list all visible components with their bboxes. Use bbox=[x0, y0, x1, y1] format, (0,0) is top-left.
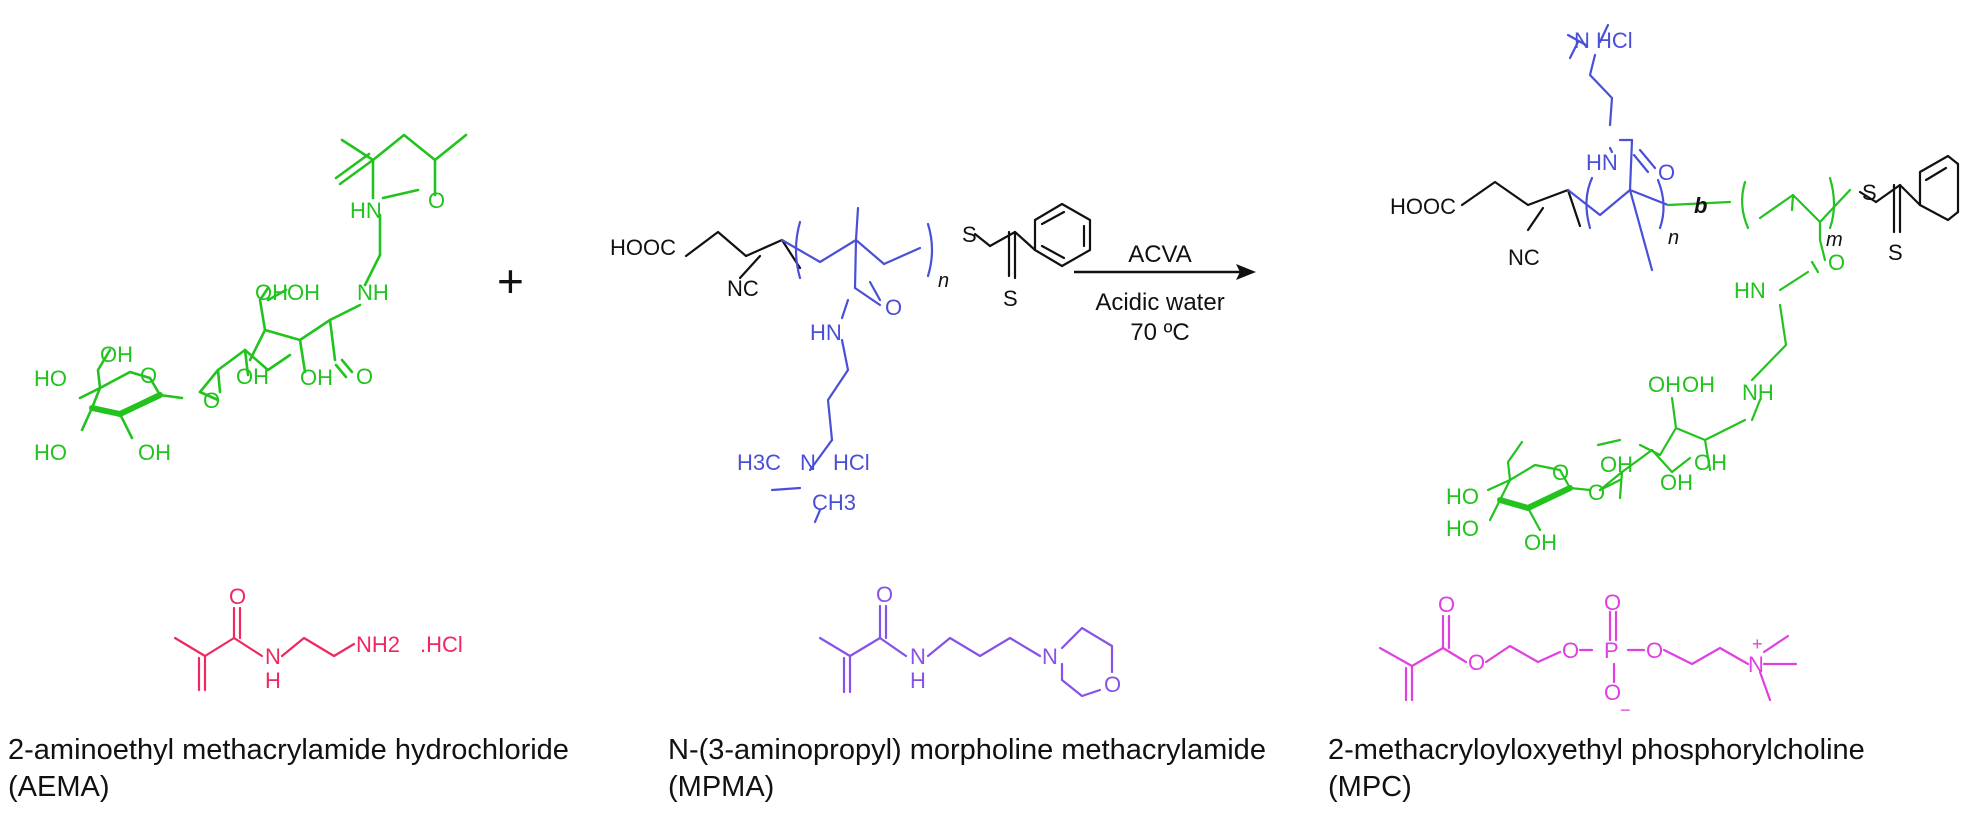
aema-abbrev: (AEMA) bbox=[8, 771, 110, 803]
hydroxyl-label: OH bbox=[1524, 530, 1557, 555]
hydroxyl-label: HO bbox=[1446, 484, 1479, 509]
hydrochloride-label: .HCl bbox=[420, 632, 463, 657]
reaction-arrow bbox=[1074, 264, 1256, 280]
product-structure bbox=[1460, 23, 1960, 532]
positive-charge: + bbox=[1752, 634, 1763, 654]
hooc-label: HOOC bbox=[610, 235, 676, 260]
amide-oxygen: O bbox=[885, 295, 902, 320]
negative-charge: − bbox=[1620, 700, 1631, 720]
hydroxyl-label: OH bbox=[138, 440, 171, 465]
amide-hn: HN bbox=[350, 198, 382, 223]
mpc-abbrev: (MPC) bbox=[1328, 771, 1412, 803]
mpc-structure bbox=[1378, 610, 1798, 702]
hooc-label: HOOC bbox=[1390, 194, 1456, 219]
amine-n: N bbox=[800, 450, 816, 475]
carbonyl-oxygen: O bbox=[1438, 592, 1455, 617]
ester-oxygen: O bbox=[1468, 650, 1485, 675]
ammonium-n: N bbox=[1748, 652, 1764, 677]
macro-cta-structure bbox=[684, 202, 1092, 524]
amide-h: H bbox=[910, 668, 926, 693]
ring-oxygen: O bbox=[1552, 460, 1569, 485]
hydroxyl-label: OH bbox=[255, 280, 288, 305]
methyl-label: CH3 bbox=[812, 490, 856, 515]
phosphate-oxygen-minus: O bbox=[1604, 680, 1621, 705]
aema-structure bbox=[173, 606, 356, 692]
macro-cta-labels: HOOC NC n S S O HN H3C N HCl CH3 bbox=[610, 222, 1018, 515]
phosphate-oxygen: O bbox=[1646, 638, 1663, 663]
amine-n-hcl: N HCl bbox=[1574, 28, 1633, 53]
amine-nh: NH bbox=[1742, 380, 1774, 405]
mpma-structure bbox=[818, 604, 1114, 698]
carbonyl-oxygen: O bbox=[229, 584, 246, 609]
mpc-labels: O O O P O O − O N + bbox=[1438, 590, 1764, 720]
mpc-caption: 2-methacryloyloxyethyl phosphorylcholine… bbox=[1328, 732, 1865, 806]
hcl-label: HCl bbox=[833, 450, 870, 475]
mpc-name: 2-methacryloyloxyethyl phosphorylcholine bbox=[1328, 734, 1865, 766]
sulfur-label: S bbox=[1888, 240, 1903, 265]
hydroxyl-label: OH bbox=[236, 364, 269, 389]
nitrile-label: NC bbox=[727, 276, 759, 301]
aema-caption: 2-aminoethyl methacrylamide hydrochlorid… bbox=[8, 732, 569, 806]
glycomonomer-labels: O HN NH O OH OH OH OH O O OH HO HO bbox=[34, 188, 445, 465]
plus-sign: + bbox=[497, 255, 524, 307]
hydroxyl-label: HO bbox=[34, 366, 67, 391]
hydroxyl-label: OH bbox=[100, 342, 133, 367]
hydroxyl-label: OH bbox=[1648, 372, 1681, 397]
repeat-index-n: n bbox=[938, 270, 949, 292]
sulfur-label: S bbox=[1003, 286, 1018, 311]
hydroxyl-label: OH bbox=[1682, 372, 1715, 397]
hydroxyl-label: OH bbox=[1694, 450, 1727, 475]
amide-hn: HN bbox=[810, 320, 842, 345]
amide-oxygen: O bbox=[1828, 250, 1845, 275]
amine-nh2: NH2 bbox=[356, 632, 400, 657]
carbonyl-oxygen: O bbox=[876, 582, 893, 607]
phosphorus: P bbox=[1604, 638, 1619, 663]
amide-hn: HN bbox=[1586, 150, 1618, 175]
mpma-labels: O N H N O bbox=[876, 582, 1121, 697]
amide-oxygen: O bbox=[1658, 160, 1675, 185]
product-labels: N HCl HN O HOOC NC n b m S S O HN NH OH … bbox=[1390, 28, 1903, 555]
hydroxyl-label: OH bbox=[1600, 452, 1633, 477]
methacryl-oxygen: O bbox=[428, 188, 445, 213]
aema-name: 2-aminoethyl methacrylamide hydrochlorid… bbox=[8, 734, 569, 766]
morpholine-o: O bbox=[1104, 672, 1121, 697]
phosphate-oxygen: O bbox=[1604, 590, 1621, 615]
mpma-name: N-(3-aminopropyl) morpholine methacrylam… bbox=[668, 734, 1266, 766]
hydroxyl-label: HO bbox=[1446, 516, 1479, 541]
amide-h: H bbox=[265, 668, 281, 693]
arrow-condition: Acidic water bbox=[1095, 289, 1224, 316]
mpma-abbrev: (MPMA) bbox=[668, 771, 775, 803]
repeat-index-m: m bbox=[1826, 229, 1843, 251]
amide-hn: HN bbox=[1734, 278, 1766, 303]
amide-oxygen: O bbox=[356, 364, 373, 389]
mpma-caption: N-(3-aminopropyl) morpholine methacrylam… bbox=[668, 732, 1266, 806]
hydroxyl-label: OH bbox=[300, 365, 333, 390]
glycosidic-oxygen: O bbox=[1588, 480, 1605, 505]
amide-n: N bbox=[265, 644, 281, 669]
arrow-temperature: 70 ºC bbox=[1130, 319, 1189, 346]
sulfur-label: S bbox=[962, 222, 977, 247]
hydroxyl-label: OH bbox=[287, 280, 320, 305]
sulfur-label: S bbox=[1862, 180, 1877, 205]
aema-labels: O N H NH2 .HCl bbox=[229, 584, 463, 693]
nitrile-label: NC bbox=[1508, 245, 1540, 270]
amide-n: N bbox=[910, 644, 926, 669]
hydroxyl-label: OH bbox=[1660, 470, 1693, 495]
ring-oxygen: O bbox=[140, 363, 157, 388]
block-label-b: b bbox=[1694, 193, 1707, 218]
repeat-index-n: n bbox=[1668, 227, 1679, 249]
methyl-label: H3C bbox=[737, 450, 781, 475]
amine-nh: NH bbox=[357, 280, 389, 305]
arrow-reagent: ACVA bbox=[1128, 241, 1192, 268]
glycosidic-oxygen: O bbox=[203, 388, 220, 413]
glycomonomer-structure bbox=[78, 133, 468, 440]
morpholine-n: N bbox=[1042, 644, 1058, 669]
phosphate-oxygen: O bbox=[1562, 638, 1579, 663]
hydroxyl-label: HO bbox=[34, 440, 67, 465]
